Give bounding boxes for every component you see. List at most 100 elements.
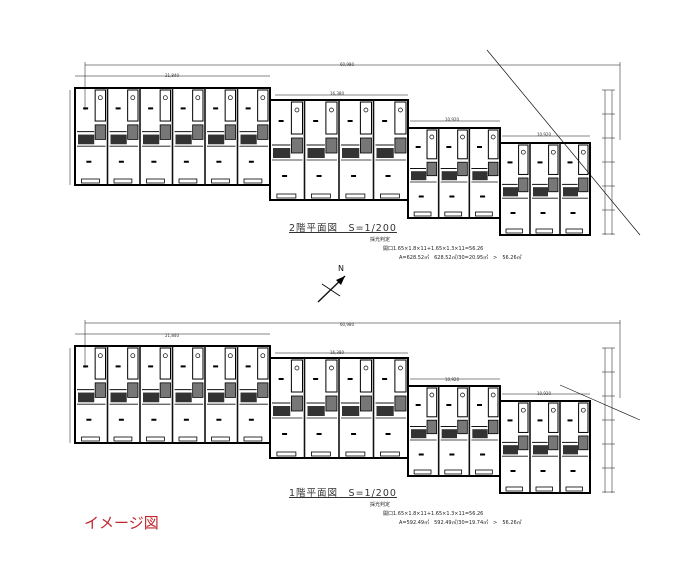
upper-plan-block2-stair <box>273 148 291 158</box>
upper-plan-block2-stair <box>307 148 325 158</box>
upper-plan-block1-bathroom <box>159 89 171 122</box>
lower-plan-block3-bathroom <box>487 387 499 418</box>
lower-plan-block1-room-label-mark <box>86 418 92 421</box>
upper-plan-block2-kitchen <box>325 137 338 154</box>
lower-plan-block1-room-label-mark <box>118 418 124 421</box>
upper-plan-block1-balcony <box>146 178 165 184</box>
upper-plan-block2-kitchen <box>359 137 372 154</box>
upper-plan-block1-toilet-icon <box>130 95 136 101</box>
lower-plan-block1-room-label-mark <box>213 365 219 368</box>
lower-plan-block2-balcony <box>310 451 331 457</box>
lower-plan-block3-room-label-mark <box>480 453 486 456</box>
lower-plan-block3-toilet-icon <box>460 392 465 398</box>
lower-dim-block4: 10,920 <box>537 391 551 396</box>
upper-plan-block1-toilet-icon <box>227 95 233 101</box>
lower-plan-block3-balcony <box>475 469 493 475</box>
lower-plan-block3-toilet-icon <box>429 392 435 398</box>
lower-plan-block1-bathroom <box>94 347 107 380</box>
lower-plan-block1-toilet-icon <box>97 353 103 359</box>
upper-plan-block3-balcony <box>413 211 432 217</box>
lower-plan-block2-room-label-mark <box>382 378 388 380</box>
lower-plan-block3-stair <box>411 429 427 439</box>
lower-plan-block1-kitchen <box>94 382 106 398</box>
lower-plan-block4-kitchen <box>578 435 589 451</box>
upper-plan-block4-room-label-mark <box>510 212 516 214</box>
lower-plan-block3-balcony <box>444 469 463 475</box>
upper-plan-block1-toilet-icon <box>162 95 168 101</box>
lower-plan-block1-balcony <box>178 436 198 442</box>
upper-plan-block3-kitchen <box>426 161 438 177</box>
lower-plan-block4-balcony <box>535 486 553 492</box>
upper-plan-block2-toilet-icon <box>329 107 334 113</box>
upper-plan-block1-room-label-mark <box>115 107 121 110</box>
upper-plan-block4-room-label-mark <box>507 161 513 164</box>
lower-plan-block1-room-label-mark <box>216 418 222 421</box>
lower-plan-block1-stair <box>240 392 257 403</box>
upper-plan-block1-room-label-mark <box>245 107 251 110</box>
upper-plan-block1-room-label-mark <box>183 160 189 163</box>
upper-plan-block2-bathroom <box>394 101 407 135</box>
upper-plan-block2-room-label-mark <box>382 120 388 122</box>
lower-plan-block1-room-label-mark <box>183 418 189 421</box>
image-note: イメージ図 <box>84 514 159 532</box>
lower-plan-block2-stair <box>273 406 291 416</box>
upper-plan-block1-bathroom <box>224 89 236 122</box>
lower-plan-block4-bathroom <box>548 402 559 433</box>
lower-plan-block1-balcony <box>243 436 263 442</box>
lower-plan-block1-room-label-mark <box>248 418 254 421</box>
upper-plan-block4-kitchen <box>578 177 589 193</box>
lower-plan-block2-room-label-mark <box>278 378 284 380</box>
upper-plan-block4-toilet-icon <box>520 149 526 155</box>
lower-dim-total: 60,980 <box>340 322 354 327</box>
upper-plan-block1-balcony <box>211 178 230 184</box>
upper-plan-block2-bathroom <box>290 101 304 135</box>
upper-plan-block1-bathroom <box>257 89 269 122</box>
lower-plan-block3-stair <box>472 429 488 439</box>
lower-plan-block1-bathroom <box>159 347 171 380</box>
lower-plan-block1-stair <box>175 392 192 403</box>
upper-dim-block2: 16,380 <box>330 91 344 96</box>
lower-plan-block4-balcony <box>505 486 523 492</box>
lower-plan-block2-toilet-icon <box>329 365 334 371</box>
upper-plan-block3-stair <box>472 171 488 181</box>
lower-plan-block1-stair <box>208 392 225 403</box>
upper-plan-block2-balcony <box>310 193 331 199</box>
upper-plan-block2-room-label-mark <box>282 175 288 177</box>
lower-plan-block1-room-label-mark <box>245 365 251 368</box>
upper-plan-block4-room-label-mark <box>567 161 573 164</box>
upper-daylight-heading: 採光判定 <box>370 237 391 243</box>
upper-plan-block4-stair <box>533 187 548 197</box>
upper-plan-block3-room-label-mark <box>477 146 482 148</box>
upper-plan-block1-bathroom <box>192 89 204 122</box>
lower-plan-block3-balcony <box>413 469 432 475</box>
lower-plan-block1-kitchen <box>192 382 204 398</box>
lower-plan-block1-bathroom <box>224 347 236 380</box>
lower-plan-block4-room-label-mark <box>540 470 546 472</box>
upper-plan-block2-stair <box>342 148 360 158</box>
upper-plan-block2-room-label-mark <box>351 175 357 177</box>
lower-plan-block1-stair <box>110 392 127 403</box>
lower-plan-block2-toilet-icon <box>363 365 369 371</box>
lower-plan-block1-balcony <box>81 436 100 442</box>
upper-plan-block4-bathroom <box>578 144 589 175</box>
upper-plan-block4-stair <box>563 187 578 197</box>
upper-plan-block3-bathroom <box>487 129 499 160</box>
lower-plan-block1-balcony <box>113 436 133 442</box>
lower-plan-block2-bathroom <box>359 359 373 393</box>
lower-plan-block1-room-label-mark <box>115 365 121 368</box>
lower-plan-block1-kitchen <box>224 382 236 398</box>
lower-plan-block2-room-label-mark <box>316 433 322 435</box>
upper-opening-calc: 開口1.65×1.8×11+1.65×1.3×11=56.26 <box>383 246 484 252</box>
upper-plan-block1-stair <box>240 134 257 145</box>
upper-plan-block1-bathroom <box>127 89 139 122</box>
lower-plan-block4-room-label-mark <box>567 419 573 422</box>
lower-plan-block3-kitchen <box>426 419 438 435</box>
lower-plan-block2-room-label-mark <box>385 433 391 435</box>
lower-plan-block4-room-label-mark <box>507 419 513 422</box>
upper-plan-block2-room-label-mark <box>278 120 284 122</box>
upper-dim-total: 60,980 <box>340 62 354 67</box>
lower-plan-block1-balcony <box>211 436 230 442</box>
upper-plan-block1-room-label-mark <box>248 160 254 163</box>
